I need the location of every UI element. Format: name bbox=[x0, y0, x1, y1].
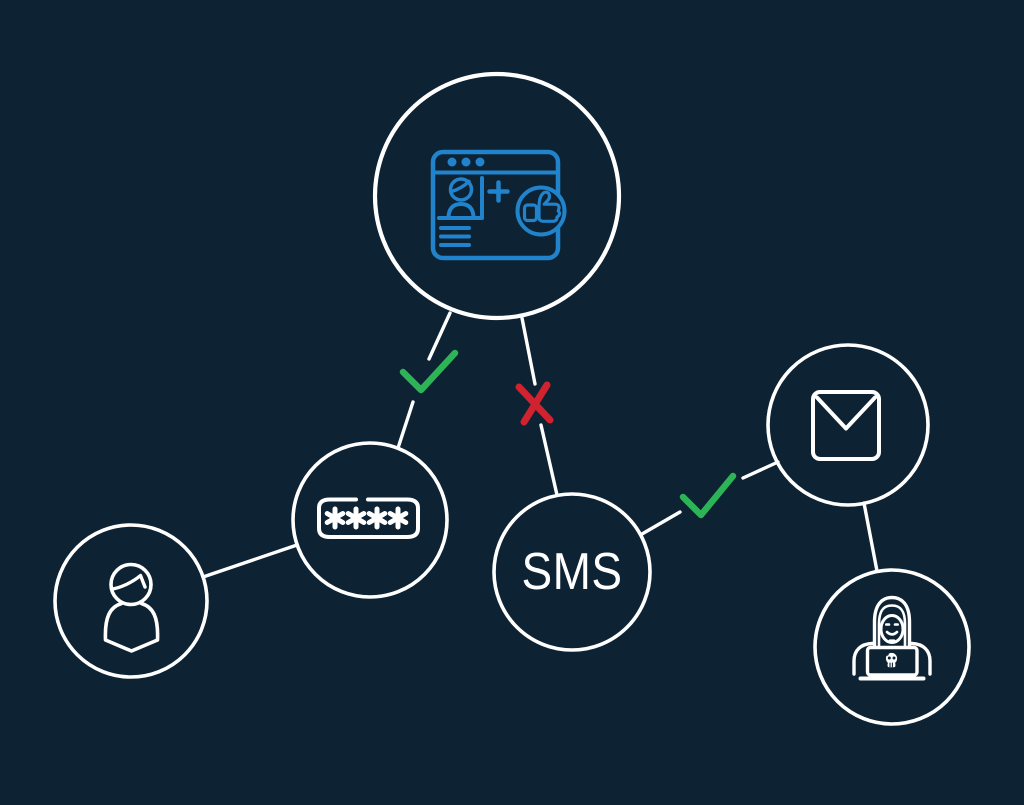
window-dot bbox=[475, 157, 485, 167]
connection-user-password bbox=[201, 543, 299, 579]
node-password bbox=[291, 441, 449, 599]
person-hair bbox=[110, 573, 147, 591]
connector-line bbox=[520, 316, 537, 386]
connector-line bbox=[539, 423, 559, 497]
artwork: SMS bbox=[53, 71, 971, 726]
check-icon bbox=[399, 349, 459, 394]
skull-bite-notch bbox=[884, 651, 889, 656]
asterisk-glyph bbox=[366, 506, 388, 530]
node-ring bbox=[492, 492, 652, 652]
skull-icon bbox=[884, 651, 898, 668]
person-head bbox=[109, 562, 153, 607]
connector-line bbox=[741, 460, 780, 480]
node-user bbox=[53, 523, 209, 679]
node-ring bbox=[766, 343, 930, 507]
skull-eye bbox=[887, 656, 891, 660]
thumbs-up-cuff bbox=[522, 203, 539, 223]
check-icon bbox=[679, 472, 737, 519]
connector-line bbox=[396, 400, 415, 450]
node-hacker bbox=[813, 568, 971, 726]
connection-sms-email bbox=[640, 460, 780, 536]
connection-social-password bbox=[396, 311, 459, 450]
skull-jaw bbox=[887, 662, 896, 668]
window-dot bbox=[461, 157, 471, 167]
connector-line bbox=[640, 510, 682, 536]
sms-label: SMS bbox=[522, 543, 623, 601]
node-ring bbox=[53, 523, 209, 679]
hacker-hood-brim bbox=[877, 604, 907, 657]
window-dot bbox=[447, 157, 457, 167]
connector-line bbox=[201, 543, 299, 579]
node-ring bbox=[372, 71, 622, 321]
asterisk-glyph bbox=[345, 506, 367, 530]
asterisk-glyph bbox=[387, 506, 409, 530]
asterisk-glyph bbox=[324, 506, 346, 530]
password-box bbox=[317, 497, 420, 539]
envelope-body bbox=[811, 390, 881, 461]
skull-cranium bbox=[885, 652, 898, 665]
node-sms: SMS bbox=[492, 492, 652, 652]
node-ring bbox=[291, 441, 449, 599]
envelope-icon bbox=[811, 390, 881, 461]
cross-icon bbox=[515, 381, 554, 426]
thumbs-up-icon bbox=[537, 190, 562, 223]
connector-line bbox=[862, 501, 879, 573]
node-ring bbox=[813, 568, 971, 726]
connection-social-sms bbox=[515, 316, 559, 497]
person-icon bbox=[103, 562, 160, 653]
profile-avatar-head bbox=[448, 177, 474, 202]
node-social-account bbox=[372, 71, 622, 321]
connection-email-hacker bbox=[862, 501, 879, 573]
skull-teeth bbox=[889, 662, 893, 668]
profile-avatar-hair bbox=[449, 179, 471, 194]
hacker-face bbox=[879, 614, 905, 644]
envelope-flap bbox=[815, 395, 877, 431]
skull-eye bbox=[892, 656, 896, 660]
person-shoulders bbox=[103, 601, 160, 653]
hacker-smile bbox=[885, 630, 899, 636]
hacker-laptop-icon bbox=[852, 595, 932, 681]
add-friend-plus-icon bbox=[487, 180, 510, 203]
profile-avatar-shoulders bbox=[446, 202, 476, 220]
password-field-icon bbox=[317, 497, 420, 539]
connector-line bbox=[427, 311, 452, 361]
node-email bbox=[766, 343, 930, 507]
social-profile-browser-icon bbox=[430, 149, 567, 261]
